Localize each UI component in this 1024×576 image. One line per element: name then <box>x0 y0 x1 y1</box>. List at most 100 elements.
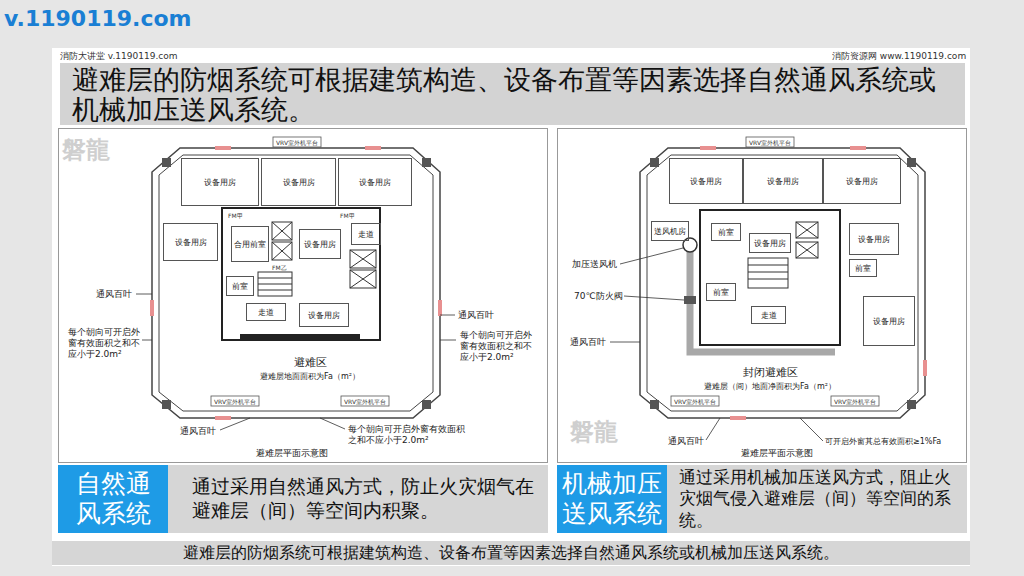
plan-label: 消防大讲堂 v.1190119.com <box>60 51 260 62</box>
system-name-box: 机械加压送风系统 <box>557 465 667 533</box>
plan-label: VRV室外机平台 <box>820 398 890 405</box>
room-label: 走道 <box>258 307 274 318</box>
slide-title: 避难层的防烟系统可根据建筑构造、设备布置等因素选择自然通风系统或机械加压送风系统… <box>72 65 957 125</box>
description-text: 通过采用自然通风方式，防止火灾烟气在避难层（间）等空间内积聚。 <box>192 475 534 523</box>
plan-label: 通风百叶 <box>180 426 230 437</box>
plan-title-wrap: 避难层平面示意图 <box>256 447 328 460</box>
room-box: 走道 <box>246 303 286 321</box>
label-wrap: 每个朝向可开启外窗有效面积之和不应小于2.0m² <box>348 424 466 446</box>
plan-label: 每个朝向可开启外窗有效面积之和不应小于2.0m² <box>460 330 535 362</box>
plan-label: VRV室外机平台 <box>330 398 400 405</box>
label-wrap: 通风百叶 <box>458 310 508 321</box>
label-wrap: 磐龍 <box>62 136 142 165</box>
label-wrap: VRV室外机平台 <box>262 139 332 146</box>
plan-label: 避难区 <box>260 356 360 369</box>
room-label: 设备用房 <box>175 237 207 248</box>
plan-label: FM甲 <box>228 212 250 219</box>
plan-label: 每个朝向可开启外窗有效面积之和不应小于2.0m² <box>348 424 466 446</box>
plan-label: FM甲 <box>340 212 362 219</box>
room-label: 设备用房 <box>304 239 336 250</box>
description-box: 通过采用机械加压送风方式，阻止火灾烟气侵入避难层（间）等空间的系统。 <box>667 465 967 533</box>
label-wrap: 可开启外窗其总有效面积≥1%Fa <box>825 437 965 447</box>
room-box: 合用前室 <box>231 226 269 262</box>
plan-label: 70℃防火阀 <box>574 291 634 302</box>
label-wrap: 通风百叶 <box>96 289 146 300</box>
plan-label: VRV室外机平台 <box>262 139 332 146</box>
description-text: 通过采用机械加压送风方式，阻止火灾烟气侵入避难层（间）等空间的系统。 <box>679 467 959 531</box>
room-box: 设备用房 <box>163 223 218 261</box>
watermark: 磐龍 <box>570 418 640 447</box>
plan-label: 加压送风机 <box>572 259 632 270</box>
room-box: 送风机房 <box>651 221 689 241</box>
room-label: 设备用房 <box>873 316 905 327</box>
plan-label: 通风百叶 <box>668 436 718 447</box>
room-label: 前室 <box>713 287 729 298</box>
label-wrap: 加压送风机 <box>572 259 632 270</box>
label-wrap: VRV室外机平台 <box>330 398 400 405</box>
room-label: 前室 <box>718 227 734 238</box>
label-wrap: 磐龍 <box>570 418 640 447</box>
plan-label: 通风百叶 <box>458 310 508 321</box>
plan-label: 消防资源网 www.1190119.com <box>832 51 967 62</box>
label-wrap: 每个朝向可开启外窗有效面积之和不应小于2.0m² <box>68 327 140 359</box>
plan-title: 避难层平面示意图 <box>741 447 813 460</box>
label-wrap: VRV室外机平台 <box>820 398 890 405</box>
plan-label: VRV室外机平台 <box>660 398 730 405</box>
label-wrap: FM甲 <box>228 212 250 219</box>
plan-label: 避难层地面面积为Fa（m²） <box>230 372 390 382</box>
plan-label: 避难层（间）地面净面积为Fa（m²） <box>690 382 850 392</box>
plan-title-wrap: 避难层平面示意图 <box>741 447 813 460</box>
plan-label: 通风百叶 <box>570 337 620 348</box>
label-wrap: 通风百叶 <box>570 337 620 348</box>
room-label: 设备用房 <box>308 310 340 321</box>
room-box: 设备用房 <box>669 158 743 204</box>
label-wrap: 避难区 <box>260 356 360 369</box>
slide-caption: 避难层的防烟系统可根据建筑构造、设备布置等因素选择自然通风系统或机械加压送风系统… <box>183 543 839 564</box>
room-label: 前室 <box>855 263 871 274</box>
label-wrap: 通风百叶 <box>668 436 718 447</box>
plan-label: VRV室外机平台 <box>200 398 270 405</box>
label-wrap: 消防资源网 www.1190119.com <box>832 51 967 62</box>
label-wrap: v.1190119.com <box>4 6 204 32</box>
label-wrap: 封闭避难区 <box>730 366 810 379</box>
label-wrap: 避难层（间）地面净面积为Fa（m²） <box>690 382 850 392</box>
room-box: 设备用房 <box>823 158 901 204</box>
room-box: 设备用房 <box>299 229 341 259</box>
system-name-box: 自然通风系统 <box>58 465 168 533</box>
system-name: 自然通风系统 <box>70 469 156 529</box>
room-box: 设备用房 <box>863 296 915 346</box>
room-label: 设备用房 <box>204 177 236 188</box>
label-wrap: 70℃防火阀 <box>574 291 634 302</box>
room-label: 设备用房 <box>754 238 786 249</box>
label-wrap: VRV室外机平台 <box>660 398 730 405</box>
watermark: 磐龍 <box>62 136 142 165</box>
room-label: 设备用房 <box>858 234 890 245</box>
room-box: 前室 <box>849 259 877 277</box>
room-box: 设备用房 <box>299 303 349 327</box>
room-box: 前室 <box>711 223 741 241</box>
label-wrap: 避难层地面面积为Fa（m²） <box>230 372 390 382</box>
room-label: 走道 <box>358 229 374 240</box>
plan-label: VRV室外机平台 <box>735 139 805 146</box>
label-wrap: VRV室外机平台 <box>200 398 270 405</box>
room-box: 设备用房 <box>849 223 899 255</box>
label-wrap: FM乙 <box>272 264 294 271</box>
label-wrap: 每个朝向可开启外窗有效面积之和不应小于2.0m² <box>460 330 535 362</box>
label-wrap: VRV室外机平台 <box>735 139 805 146</box>
room-box: 设备用房 <box>749 233 791 253</box>
room-box: 设备用房 <box>181 158 259 206</box>
room-label: 设备用房 <box>690 176 722 187</box>
room-label: 设备用房 <box>283 177 315 188</box>
room-box: 走道 <box>351 223 381 245</box>
room-box: 前室 <box>226 276 254 296</box>
plan-title: 避难层平面示意图 <box>256 447 328 460</box>
plan-label: 每个朝向可开启外窗有效面积之和不应小于2.0m² <box>68 327 140 359</box>
label-wrap: FM甲 <box>340 212 362 219</box>
label-wrap: 通风百叶 <box>180 426 230 437</box>
room-box: 设备用房 <box>743 158 823 204</box>
plan-label: 通风百叶 <box>96 289 146 300</box>
description-box: 通过采用自然通风方式，防止火灾烟气在避难层（间）等空间内积聚。 <box>168 465 548 533</box>
room-box: 前室 <box>706 283 736 301</box>
plan-label: 可开启外窗其总有效面积≥1%Fa <box>825 437 965 447</box>
